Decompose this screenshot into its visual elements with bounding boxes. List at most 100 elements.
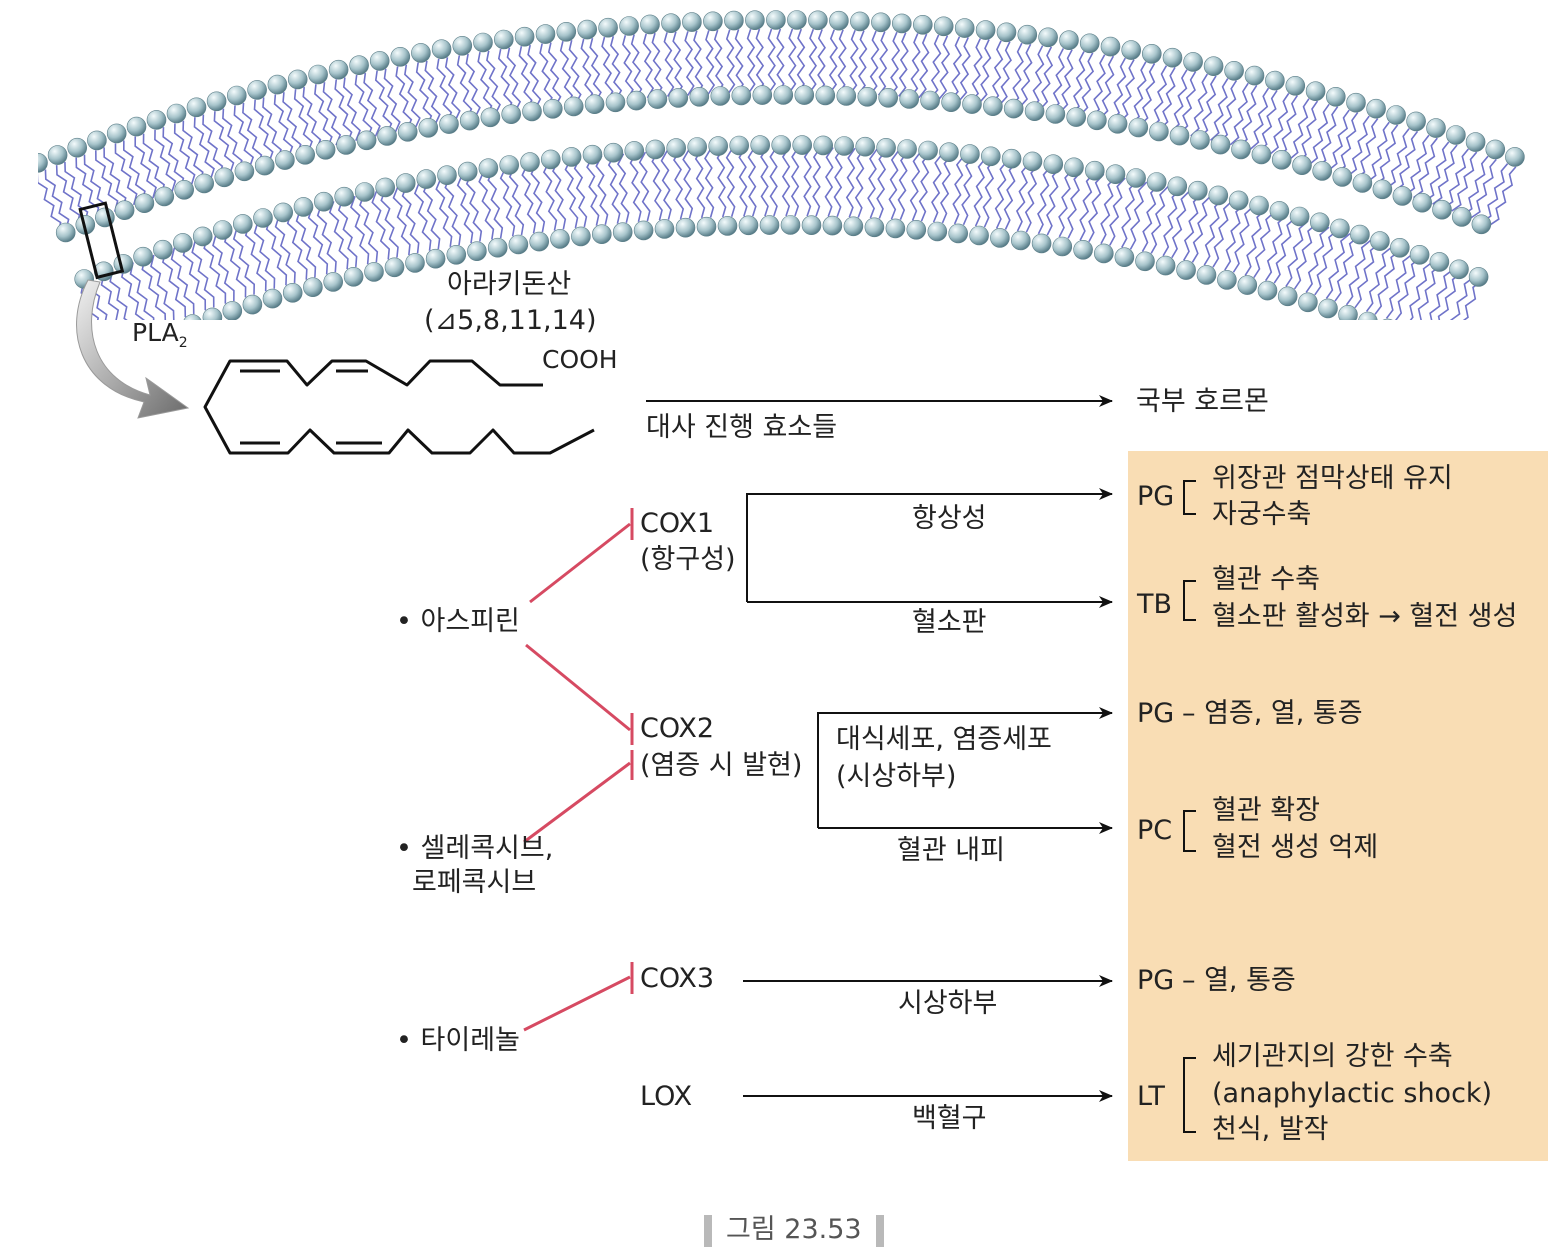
lipid-head [771,135,792,155]
lipid-head [1249,195,1269,216]
lipid-tail [1050,48,1065,112]
lipid-tail [1209,78,1229,141]
lipid-head [1358,311,1378,320]
pc-effect-1: 혈관 확장 [1212,795,1320,826]
lipid-head [233,214,253,234]
lipid-head [522,101,542,122]
lipid-tail [392,186,411,256]
lipid-head [126,116,147,137]
lipid-tail [1305,226,1330,293]
endothelium-label: 혈관 내피 [897,835,1005,866]
lipid-tail [1099,55,1115,120]
lipid-head [202,307,223,320]
lipid-head [323,272,344,292]
lipid-tail [307,206,329,275]
lipid-tail [265,217,288,286]
lipid-head [773,85,794,105]
lipid-head [1426,118,1446,138]
lipid-tail [1079,52,1095,117]
lipid-tail [1257,89,1278,153]
lipid-head [183,314,202,320]
lipid-tail [610,36,623,101]
lipid-tail [1110,57,1127,122]
lipid-tail [808,28,818,94]
lipid-head [780,215,801,235]
lipid-head [493,29,514,50]
lipid-tail [1470,158,1497,219]
lipid-head [1418,333,1437,352]
pla2-enzyme-name: PLA [132,318,179,347]
lipid-tail [746,29,756,94]
lipid-tail [897,150,909,221]
lipid-head [1390,238,1410,258]
lipid-tail [929,34,942,100]
lipid-head [906,220,927,240]
lipid-tail [1224,203,1246,271]
arachidonic-acid-label: 아라키돈산 [447,269,572,300]
lipid-tail [663,32,675,97]
lipid-head [38,153,48,173]
lipid-head [729,135,750,156]
lipid-tail [1489,166,1517,226]
lipid-head [55,222,76,243]
lipid-head [918,140,938,161]
lipid-head [1149,121,1169,142]
lipid-tail [404,64,421,129]
lipid-head [647,89,668,109]
pc-bracket [1183,810,1196,852]
lipid-head [745,10,765,31]
lipid-tail [415,62,433,127]
lipid-tail [725,29,736,95]
lipid-tail [1354,242,1381,309]
pg2-effect: – 염증, 열, 통증 [1182,698,1363,729]
lipid-head [334,186,355,207]
lipid-tail [1285,220,1309,287]
pg1-effect-2: 자궁수축 [1212,499,1312,530]
lipid-head [529,231,550,252]
cox2-inflammation-arrow [817,707,1113,828]
lipid-head [717,216,738,236]
lipid-tail [1019,43,1033,108]
lipid-tail [1139,63,1156,127]
lipid-head [550,229,570,249]
lipid-tail [909,151,922,221]
lipid-head [282,282,303,303]
lipid-head [1010,230,1031,251]
lipid-tail [162,127,185,190]
lipid-head [1135,251,1155,272]
lipid-tail [1003,160,1018,230]
lipid-tail [1325,232,1351,299]
lipid-tail [1269,92,1290,156]
lipid-tail [328,201,349,270]
lipid-head [1073,240,1093,260]
lipid-tail [1451,151,1478,212]
lipid-tail [1253,211,1276,278]
lipid-head [1392,186,1413,206]
lipid-head [315,140,336,160]
lipid-head [467,241,487,261]
pc-effect-2: 혈전 생성 억제 [1212,832,1379,863]
lipid-tail [1374,124,1399,186]
lipid-tail [182,120,204,184]
lipid-tail [1059,49,1074,114]
lipid-head [990,228,1010,248]
lipid-head [214,167,235,188]
lipid-head [696,216,717,237]
lipid-tail [1308,103,1330,166]
lipid-tail [371,191,391,260]
lipid-tail [651,32,663,98]
lipid-head [377,126,397,146]
lipid-head [1126,168,1146,188]
lipid-tail [580,38,594,104]
lipid-tail [487,169,504,239]
lipid-tail [760,146,769,217]
lipid-head [794,85,815,105]
lipid-tail [1229,82,1249,146]
lipid-tail [978,39,992,104]
lipid-tail [638,151,651,222]
lipid-tail [1347,115,1370,177]
lt-effect-2: (anaphylactic shock) [1212,1078,1493,1109]
lipid-tail [738,146,748,217]
lipid-tail [713,29,724,95]
lipid-head [1217,270,1237,290]
